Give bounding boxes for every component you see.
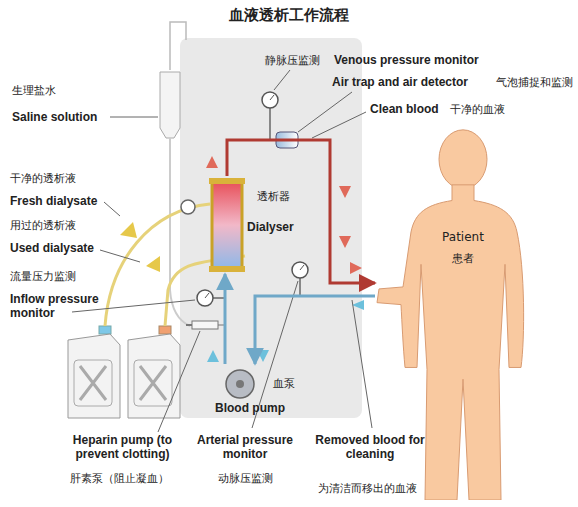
venous-gauge	[262, 92, 278, 108]
node-text: 患者	[452, 252, 474, 265]
blood-flow-arrows	[207, 300, 364, 362]
part-label: Used dialysate	[10, 241, 94, 255]
part-label: Inflow pressure monitor	[10, 292, 115, 321]
saline-tube	[170, 138, 190, 326]
dialyser-cap	[209, 266, 245, 272]
blood-pump: 血泵 Blood pump	[205, 364, 315, 418]
patient-body	[377, 185, 524, 500]
part-label: Arterial pressure monitor	[187, 433, 303, 462]
saline-bag	[160, 72, 180, 138]
machine-panel	[180, 38, 362, 418]
dialysate-gauge	[181, 200, 195, 214]
part-label-zh: 肝素泵（阻止凝血）	[70, 472, 169, 485]
node-text: Blood pump	[215, 401, 285, 415]
used-dialysate-line	[165, 256, 245, 326]
part-label-zh: 为清洁而移出的血液	[318, 482, 417, 495]
part-label-zh: 用过的透析液	[10, 219, 76, 232]
leader-lines	[72, 70, 372, 432]
node-text: 血泵	[273, 377, 295, 390]
blood-tube	[227, 140, 375, 283]
blood-tube	[255, 296, 375, 364]
part-label: Air trap and air detector	[332, 75, 468, 89]
arterial-gauge	[292, 262, 308, 278]
saline-hanger	[170, 22, 186, 70]
node-text: Dialyser	[247, 220, 294, 234]
part-label: Heparin pump (to prevent clotting)	[55, 433, 190, 462]
dialyser-cap	[209, 178, 245, 184]
part-label: Removed blood for cleaning	[315, 433, 425, 462]
blood-tube	[224, 274, 227, 364]
part-label-zh: 动脉压监测	[218, 472, 273, 485]
part-label-zh: 气泡捕捉和监测	[496, 76, 573, 89]
heparin-syringe	[192, 321, 218, 329]
part-label-zh: 静脉压监测	[265, 54, 320, 67]
blood-flow-arrows	[206, 156, 362, 274]
node-text: 透析器	[257, 190, 290, 203]
part-label: Venous pressure monitor	[334, 53, 479, 67]
pump-rotor	[226, 370, 254, 398]
part-label-zh: 生理盐水	[12, 84, 56, 97]
dialyser: 透析器 Dialyser	[205, 176, 305, 274]
dialysate-flow-arrows	[120, 222, 160, 272]
node-text: Patient	[442, 230, 484, 244]
patient-head	[439, 130, 487, 189]
patient: Patient 患者	[375, 122, 545, 500]
dialysate-jugs	[68, 326, 180, 418]
title: 血液透析工作流程	[0, 6, 578, 24]
part-label-zh: 流量压力监测	[10, 270, 76, 283]
part-label: Fresh dialysate	[10, 194, 97, 208]
pump-hub	[236, 380, 244, 388]
inflow-gauge	[197, 290, 213, 306]
dialyser-cylinder	[212, 182, 242, 268]
part-label: Saline solution	[12, 110, 97, 124]
part-label-zh: 干净的透析液	[10, 172, 76, 185]
part-label-zh: 干净的血液	[450, 103, 505, 116]
patient-shape	[375, 122, 545, 500]
part-label: Clean blood	[370, 102, 439, 116]
